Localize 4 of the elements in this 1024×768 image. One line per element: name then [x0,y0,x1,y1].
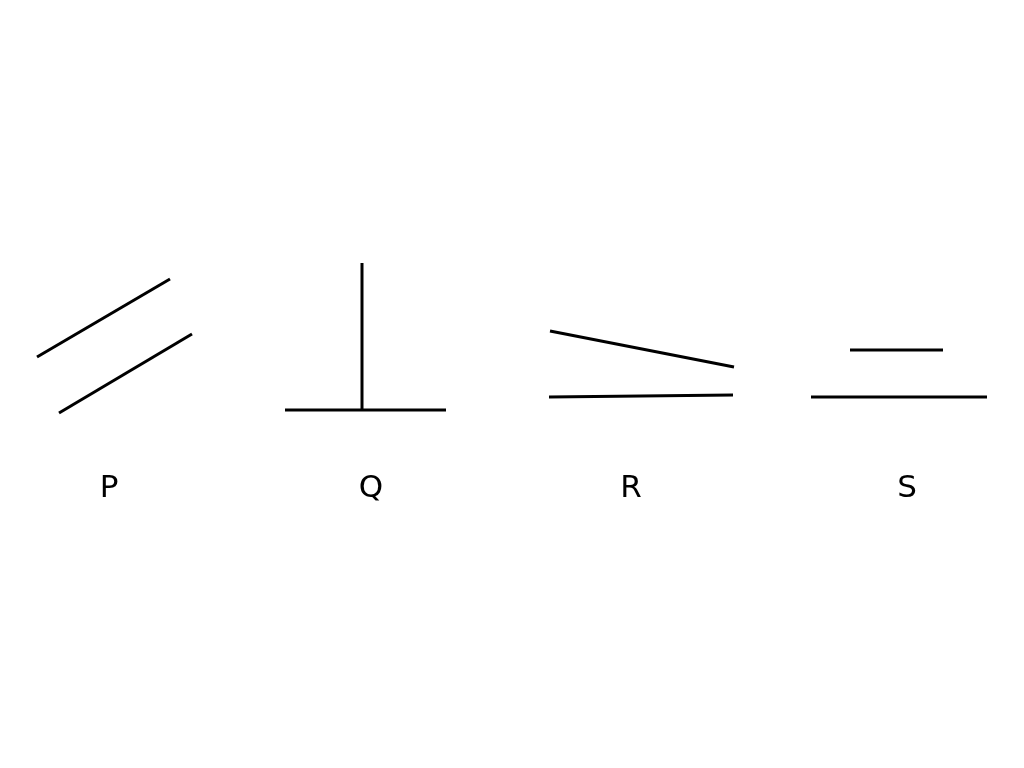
figure-label: R [620,467,642,506]
figure-label: Q [358,467,384,506]
figure-label: S [897,467,917,506]
figure-label: P [99,467,119,506]
